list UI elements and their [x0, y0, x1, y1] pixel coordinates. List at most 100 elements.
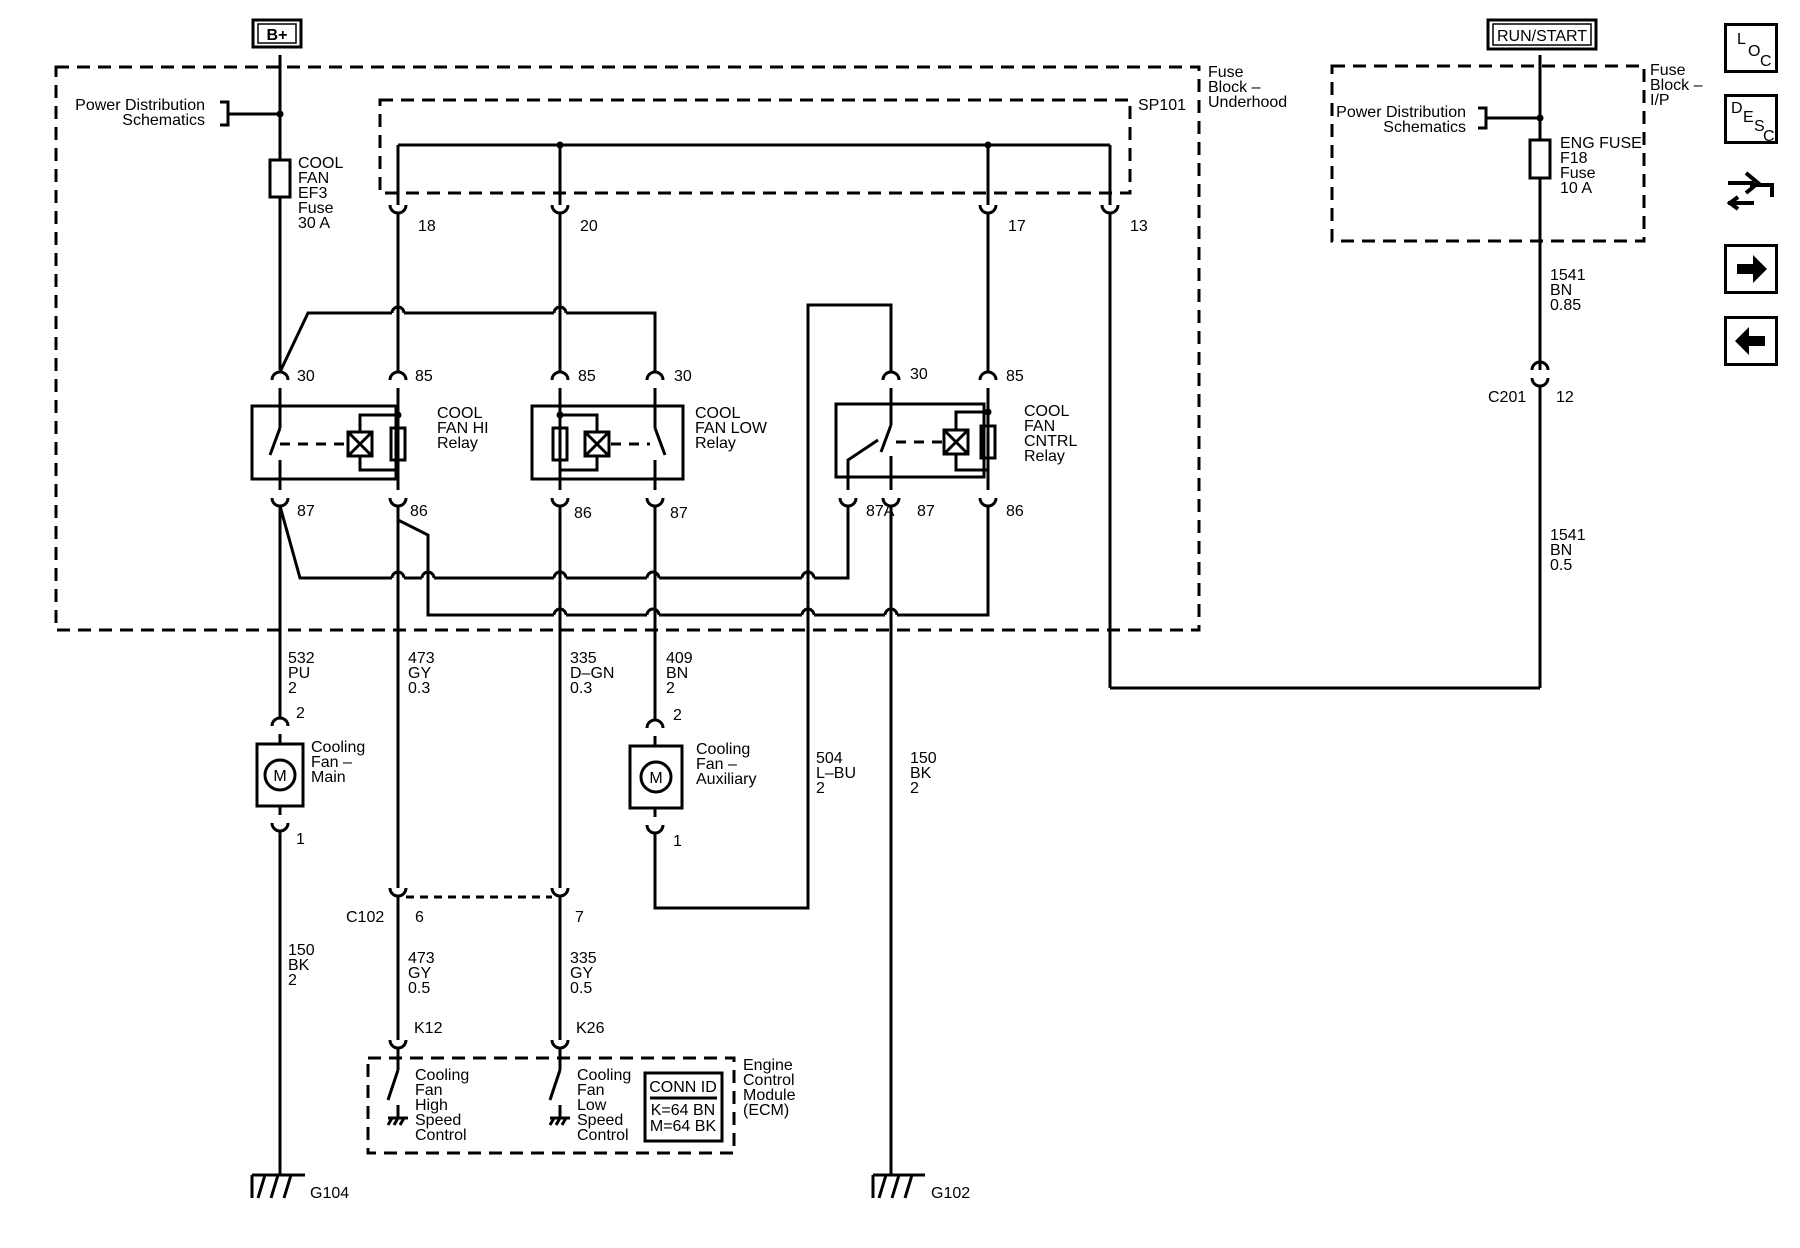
relay-hi-box [250, 404, 398, 481]
svg-text:Fuse: Fuse [298, 200, 334, 217]
svg-text:30 A: 30 A [298, 215, 330, 232]
svg-text:Cooling: Cooling [696, 741, 750, 758]
svg-text:86: 86 [574, 505, 592, 522]
svg-text:FAN LOW: FAN LOW [695, 420, 768, 437]
svg-text:Cooling: Cooling [311, 739, 365, 756]
svg-text:C: C [1760, 53, 1772, 70]
svg-text:86: 86 [1006, 503, 1024, 520]
svg-text:BK: BK [910, 765, 932, 782]
fuse-block-label-1: Fuse [1208, 64, 1244, 81]
svg-text:BN: BN [1550, 542, 1572, 559]
svg-text:409: 409 [666, 650, 693, 667]
svg-text:13: 13 [1130, 218, 1148, 235]
svg-text:E: E [1743, 109, 1754, 126]
power-dist-right-2: Schematics [1383, 119, 1466, 136]
fuse-block-ip-label-1: Fuse [1650, 62, 1686, 79]
svg-text:150: 150 [288, 942, 315, 959]
svg-text:ENG FUSE: ENG FUSE [1560, 135, 1642, 152]
svg-text:(ECM): (ECM) [743, 1102, 789, 1119]
svg-text:1541: 1541 [1550, 527, 1586, 544]
labels: Fuse Block – Underhood SP101 Fuse Block … [75, 62, 1702, 1202]
svg-text:Control: Control [743, 1072, 795, 1089]
svg-text:L–BU: L–BU [816, 765, 856, 782]
svg-text:K=64 BN: K=64 BN [651, 1102, 715, 1119]
svg-text:335: 335 [570, 650, 597, 667]
svg-text:Speed: Speed [577, 1112, 623, 1129]
fuse-f18-symbol [1528, 138, 1552, 180]
svg-text:Cooling: Cooling [415, 1067, 469, 1084]
svg-text:2: 2 [816, 780, 825, 797]
svg-text:0.3: 0.3 [408, 680, 430, 697]
svg-text:0.5: 0.5 [1550, 557, 1572, 574]
svg-text:COOL: COOL [298, 155, 343, 172]
svg-text:87: 87 [670, 505, 688, 522]
desc-button[interactable]: D E S C [1724, 94, 1778, 145]
splice-sp101-outline [378, 98, 1132, 195]
svg-text:L: L [1737, 31, 1746, 48]
svg-text:0.3: 0.3 [570, 680, 592, 697]
loc-button[interactable]: L O C [1724, 23, 1778, 73]
svg-text:BN: BN [1550, 282, 1572, 299]
svg-text:10 A: 10 A [1560, 180, 1592, 197]
svg-text:2: 2 [288, 972, 297, 989]
svg-text:Module: Module [743, 1087, 796, 1104]
svg-text:GY: GY [408, 965, 431, 982]
svg-text:COOL: COOL [1024, 403, 1069, 420]
previous-button[interactable] [1724, 316, 1778, 366]
splice-sp101-label: SP101 [1138, 97, 1186, 114]
next-button[interactable] [1724, 244, 1778, 294]
svg-text:473: 473 [408, 950, 435, 967]
svg-text:2: 2 [673, 707, 682, 724]
svg-text:1541: 1541 [1550, 267, 1586, 284]
svg-text:Auxiliary: Auxiliary [696, 771, 756, 788]
svg-text:BK: BK [288, 957, 310, 974]
svg-text:Fuse: Fuse [1560, 165, 1596, 182]
power-dist-left-bracket [220, 100, 230, 127]
svg-text:BN: BN [666, 665, 688, 682]
cup-17 [978, 204, 998, 215]
connector-view-button[interactable] [1724, 165, 1778, 215]
svg-text:85: 85 [578, 368, 596, 385]
svg-text:7: 7 [575, 909, 584, 926]
svg-text:473: 473 [408, 650, 435, 667]
svg-text:18: 18 [418, 218, 436, 235]
power-dist-left-2: Schematics [122, 112, 205, 129]
svg-text:30: 30 [297, 368, 315, 385]
svg-text:M: M [649, 770, 662, 787]
svg-text:85: 85 [1006, 368, 1024, 385]
svg-text:COOL: COOL [437, 405, 482, 422]
ground-g104-label: G104 [310, 1185, 349, 1202]
previous-arrow-icon [1735, 327, 1765, 355]
svg-text:GY: GY [570, 965, 593, 982]
svg-text:Fan –: Fan – [311, 754, 352, 771]
svg-text:F18: F18 [1560, 150, 1588, 167]
cup-18 [388, 204, 408, 215]
fuse-ef3-symbol [268, 158, 292, 199]
svg-text:12: 12 [1556, 389, 1574, 406]
svg-text:20: 20 [580, 218, 598, 235]
svg-text:1: 1 [673, 833, 682, 850]
loc-icon: L O C [1737, 31, 1772, 70]
svg-text:6: 6 [415, 909, 424, 926]
next-arrow-icon [1737, 255, 1767, 283]
svg-text:COOL: COOL [695, 405, 740, 422]
svg-text:532: 532 [288, 650, 315, 667]
svg-text:0.85: 0.85 [1550, 297, 1581, 314]
svg-text:86: 86 [410, 503, 428, 520]
svg-text:EF3: EF3 [298, 185, 327, 202]
fuse-block-ip-label-2: Block – [1650, 77, 1703, 94]
cup-13 [1100, 204, 1120, 215]
relay-cntrl-box [834, 402, 986, 479]
svg-text:M=64 BK: M=64 BK [650, 1118, 717, 1135]
svg-text:335: 335 [570, 950, 597, 967]
fuse-block-label-3: Underhood [1208, 94, 1287, 111]
desc-icon: D E S C [1731, 100, 1775, 145]
svg-text:Relay: Relay [1024, 448, 1065, 465]
cup-20 [550, 204, 570, 215]
svg-text:Main: Main [311, 769, 346, 786]
svg-text:Relay: Relay [695, 435, 736, 452]
splice-dots [276, 110, 1544, 419]
svg-text:150: 150 [910, 750, 937, 767]
svg-text:2: 2 [910, 780, 919, 797]
